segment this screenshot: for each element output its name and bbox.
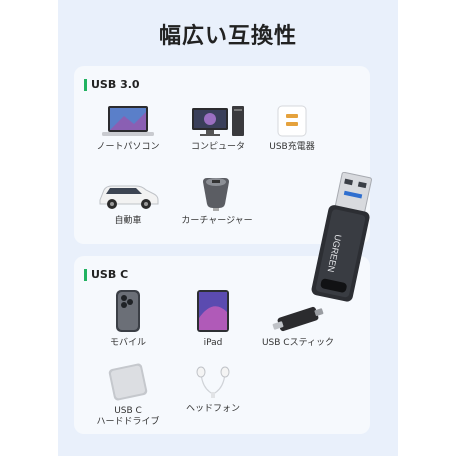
usb-stick-icon: [272, 306, 324, 332]
item-tablet: iPad: [176, 288, 250, 349]
item-car-charger-label: カーチャージャー: [181, 216, 253, 226]
earphones-icon: [196, 366, 230, 398]
item-car: 自動車: [88, 178, 168, 227]
item-usb-stick-label: USB Cスティック: [261, 338, 335, 348]
car-charger-icon: [203, 178, 229, 211]
item-desktop-label: コンピュータ: [190, 142, 245, 152]
item-laptop-label: ノートパソコン: [96, 142, 160, 152]
usb3-header-label: USB 3.0: [91, 78, 140, 91]
car-icon: [99, 185, 159, 209]
item-usb-stick: USB Cスティック: [246, 298, 350, 349]
item-laptop: ノートパソコン: [88, 104, 168, 153]
item-earphones: ヘッドフォン: [176, 364, 250, 415]
item-earphones-label: ヘッドフォン: [185, 404, 240, 414]
item-smartphone-label: モバイル: [109, 338, 146, 348]
usbc-header-label: USB C: [91, 268, 129, 281]
page-title: 幅広い互換性: [158, 24, 297, 49]
item-hard-drive: USB C ハードドライブ: [88, 362, 168, 428]
item-hard-drive-label-2: ハードドライブ: [96, 417, 160, 427]
item-car-label: 自動車: [114, 216, 142, 226]
tablet-icon: [197, 290, 229, 332]
usb3-header: USB 3.0: [84, 78, 140, 91]
laptop-icon: [102, 106, 154, 136]
accent-bar: [84, 78, 87, 91]
item-hard-drive-label-1: USB C: [114, 406, 142, 416]
smartphone-icon: [116, 290, 140, 332]
usb-adapter-icon: UGREEN: [311, 172, 372, 302]
item-car-charger: カーチャージャー: [170, 174, 264, 227]
desktop-computer-icon: [192, 106, 244, 136]
item-tablet-label: iPad: [203, 338, 223, 348]
hard-drive-icon: [108, 363, 148, 401]
item-usb-charger-label: USB充電器: [269, 142, 315, 152]
item-desktop: コンピュータ: [178, 104, 258, 153]
item-usb-charger: USB充電器: [260, 104, 324, 153]
usb3-panel: USB 3.0 ノートパソコン コンピュータ USB充電器: [74, 66, 370, 244]
usb-charger-icon: [277, 105, 307, 137]
item-smartphone: モバイル: [88, 288, 168, 349]
accent-bar: [84, 268, 87, 281]
usbc-header: USB C: [84, 268, 128, 281]
